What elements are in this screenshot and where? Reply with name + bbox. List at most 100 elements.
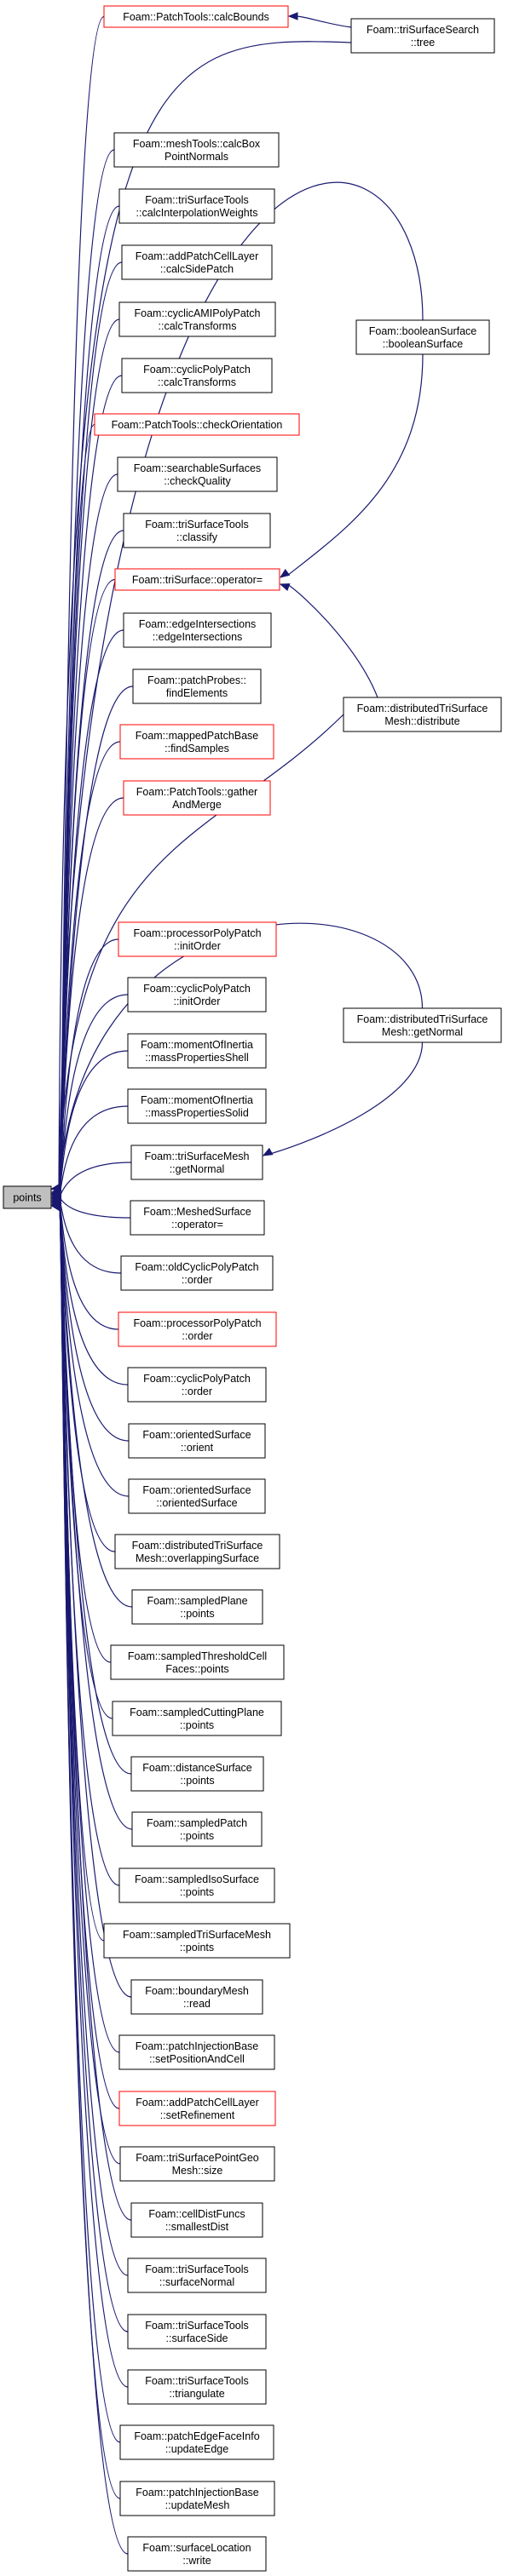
node-initOrderCyclic[interactable]: Foam::cyclicPolyPatch::initOrder <box>127 977 267 1013</box>
node-box <box>123 513 271 548</box>
node-label: ::setPositionAndCell <box>149 2053 245 2065</box>
node-surfaceLocationWrite[interactable]: Foam::surfaceLocation::write <box>127 2536 267 2572</box>
node-label: ::points <box>180 1775 214 1787</box>
node-label: ::massPropertiesShell <box>145 1052 249 1064</box>
node-points[interactable]: points <box>3 1185 52 1209</box>
node-label: Foam::PatchTools::calcBounds <box>123 11 269 23</box>
node-label: Foam::distributedTriSurface <box>132 1540 263 1552</box>
node-operatorEq[interactable]: Foam::triSurface::operator= <box>114 568 280 591</box>
node-box <box>118 1867 275 1903</box>
node-calcSidePatch[interactable]: Foam::addPatchCellLayer::calcSidePatch <box>121 244 273 280</box>
edge-orderCyclic-to-points <box>59 1201 129 1386</box>
node-calcBounds[interactable]: Foam::PatchTools::calcBounds <box>103 5 289 28</box>
node-label: Foam::orientedSurface <box>142 1429 251 1441</box>
node-label: Mesh::getNormal <box>382 1026 463 1038</box>
node-label: PointNormals <box>165 151 228 163</box>
node-checkQuality[interactable]: Foam::searchableSurfaces::checkQuality <box>117 456 278 492</box>
node-box <box>127 2258 267 2293</box>
node-box <box>121 358 273 393</box>
node-sampledPlanePoints[interactable]: Foam::sampledPlane::points <box>131 1589 263 1625</box>
edge-getNormal-to-getNormal <box>269 1041 424 1155</box>
node-setPositionAndCell[interactable]: Foam::patchInjectionBase::setPositionAnd… <box>118 2034 275 2070</box>
node-box <box>127 2314 267 2349</box>
node-box <box>114 1534 280 1569</box>
node-box <box>130 1979 263 2015</box>
node-setRefinement[interactable]: Foam::addPatchCellLayer::setRefinement <box>118 2091 276 2126</box>
node-label: Mesh::distribute <box>384 715 459 727</box>
node-orderCyclic[interactable]: Foam::cyclicPolyPatch::order <box>127 1367 267 1403</box>
node-checkOrientation[interactable]: Foam::PatchTools::checkOrientation <box>94 413 300 436</box>
node-box <box>118 301 276 337</box>
node-label: Mesh::size <box>172 2165 223 2177</box>
node-box <box>355 319 490 355</box>
node-orderOldCyclic[interactable]: Foam::oldCyclicPolyPatch::order <box>120 1255 274 1291</box>
node-meshedOperator[interactable]: Foam::MeshedSurface::operator= <box>130 1200 265 1236</box>
node-smallestDist[interactable]: Foam::cellDistFuncs::smallestDist <box>130 2202 263 2238</box>
node-boundaryMeshRead[interactable]: Foam::boundaryMesh::read <box>130 1979 263 2015</box>
node-distribute[interactable]: Foam::distributedTriSurfaceMesh::distrib… <box>343 697 502 732</box>
node-label: ::calcInterpolationWeights <box>136 207 258 219</box>
node-label: Foam::patchInjectionBase <box>136 2040 259 2052</box>
node-label: Foam::booleanSurface <box>369 325 477 337</box>
node-updateMesh[interactable]: Foam::patchInjectionBase::updateMesh <box>119 2481 275 2516</box>
node-label: Foam::orientedSurface <box>142 1484 251 1496</box>
node-calcTransformsAMI[interactable]: Foam::cyclicAMIPolyPatch::calcTransforms <box>118 301 276 337</box>
node-updateEdge[interactable]: Foam::patchEdgeFaceInfo::updateEdge <box>119 2424 274 2460</box>
node-calcInterpolationWeights[interactable]: Foam::triSurfaceTools::calcInterpolation… <box>118 188 275 224</box>
node-surfaceNormal[interactable]: Foam::triSurfaceTools::surfaceNormal <box>127 2258 267 2293</box>
node-label: ::tree <box>411 37 436 49</box>
node-calcTransformsCyclic[interactable]: Foam::cyclicPolyPatch::calcTransforms <box>121 358 273 393</box>
node-distanceSurfacePoints[interactable]: Foam::distanceSurface::points <box>130 1756 264 1792</box>
node-surfaceSide[interactable]: Foam::triSurfaceTools::surfaceSide <box>127 2314 267 2349</box>
node-classify[interactable]: Foam::triSurfaceTools::classify <box>123 513 271 548</box>
node-label: ::order <box>182 1274 212 1286</box>
node-getNormalMesh[interactable]: Foam::triSurfaceMesh::getNormal <box>130 1145 263 1180</box>
node-label: ::findSamples <box>165 743 229 754</box>
node-label: ::classify <box>176 531 218 543</box>
node-triSurfaceSearchTree[interactable]: Foam::triSurfaceSearch::tree <box>350 18 495 54</box>
node-massPropertiesSolid[interactable]: Foam::momentOfInertia::massPropertiesSol… <box>127 1088 267 1124</box>
node-label: ::initOrder <box>174 995 221 1007</box>
node-sampledTriSurfaceMeshPoints[interactable]: Foam::sampledTriSurfaceMesh::points <box>103 1923 291 1959</box>
node-sampledPatchPoints[interactable]: Foam::sampledPatch::points <box>131 1811 263 1847</box>
node-sampledIsoSurfacePoints[interactable]: Foam::sampledIsoSurface::points <box>118 1867 275 1903</box>
node-box <box>120 1255 274 1291</box>
node-findSamples[interactable]: Foam::mappedPatchBase::findSamples <box>119 724 274 760</box>
node-box <box>128 1423 266 1459</box>
node-label: ::updateEdge <box>165 2443 228 2455</box>
node-label: ::order <box>182 1330 212 1342</box>
node-box <box>350 18 495 54</box>
node-box <box>128 1478 266 1514</box>
node-label: Foam::patchEdgeFaceInfo <box>134 2430 259 2442</box>
node-box <box>130 1145 263 1180</box>
node-orient[interactable]: Foam::orientedSurface::orient <box>128 1423 266 1459</box>
node-box <box>119 2424 274 2460</box>
node-label: Foam::distanceSurface <box>142 1762 252 1774</box>
node-massPropertiesShell[interactable]: Foam::momentOfInertia::massPropertiesShe… <box>127 1033 267 1069</box>
node-edgeIntersections[interactable]: Foam::edgeIntersections::edgeIntersectio… <box>123 612 272 648</box>
node-label: Foam::sampledPlane <box>147 1595 247 1607</box>
node-label: ::points <box>180 1886 214 1898</box>
node-overlappingSurface[interactable]: Foam::distributedTriSurfaceMesh::overlap… <box>114 1534 280 1569</box>
node-label: Foam::cyclicPolyPatch <box>143 364 251 376</box>
node-box <box>94 413 300 436</box>
arrowhead <box>287 12 298 20</box>
node-getNormalDist[interactable]: Foam::distributedTriSurfaceMesh::getNorm… <box>343 1007 502 1043</box>
node-triangulate[interactable]: Foam::triSurfaceTools::triangulate <box>127 2369 267 2405</box>
node-label: ::massPropertiesSolid <box>145 1107 249 1119</box>
node-initOrderProc[interactable]: Foam::processorPolyPatch::initOrder <box>118 921 277 957</box>
node-box <box>118 188 275 224</box>
node-orderProc[interactable]: Foam::processorPolyPatch::order <box>118 1311 277 1347</box>
node-booleanSurface[interactable]: Foam::booleanSurface::booleanSurface <box>355 319 490 355</box>
node-orientedSurface[interactable]: Foam::orientedSurface::orientedSurface <box>128 1478 266 1514</box>
node-findElements[interactable]: Foam::patchProbes::findElements <box>132 668 262 704</box>
node-label: ::surfaceNormal <box>159 2276 234 2288</box>
edge-tree-to-points <box>58 41 352 1191</box>
edge-getNormalMesh-to-points <box>59 1162 132 1197</box>
node-label: ::points <box>180 1942 214 1954</box>
node-sampledCuttingPlanePoints[interactable]: Foam::sampledCuttingPlane::points <box>112 1701 282 1736</box>
